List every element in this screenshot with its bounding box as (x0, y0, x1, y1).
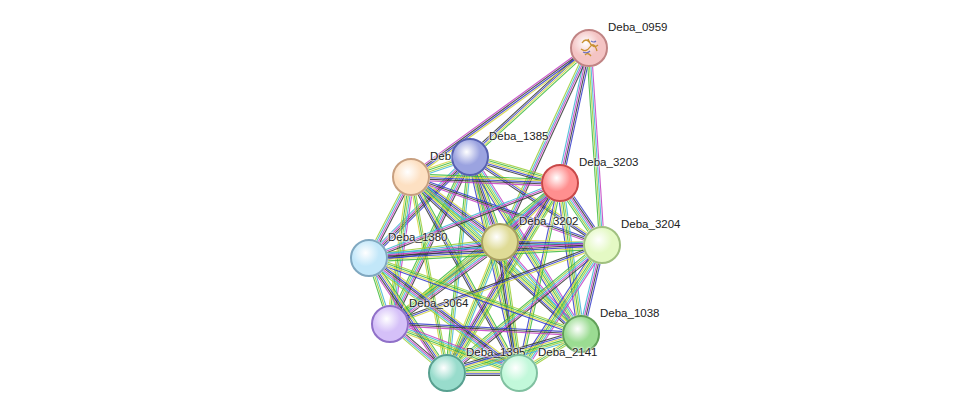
evidence-line (565, 67, 586, 165)
protein-node: Deba_3064 (371, 305, 409, 343)
evidence-line (405, 336, 433, 360)
evidence-line (406, 254, 486, 313)
evidence-line (485, 61, 576, 144)
evidence-line (429, 162, 452, 170)
node-label: Deba_3204 (621, 218, 680, 230)
evidence-line (408, 257, 488, 316)
node-label: Deba_3202 (519, 215, 578, 227)
evidence-line (566, 67, 587, 165)
evidence-line (430, 181, 541, 185)
protein-node: Deba_1385 (451, 138, 489, 176)
protein-node: Deba_3204 (583, 226, 621, 264)
interaction-edge (409, 323, 562, 334)
protein-node: Deba_0959 (570, 29, 608, 67)
interaction-edge (430, 175, 541, 186)
structure-icon (572, 31, 605, 64)
evidence-line (466, 373, 500, 374)
node-label: Deba_0959 (608, 21, 667, 33)
structure-squiggle (581, 39, 598, 56)
node-label: Deba_3064 (409, 297, 468, 309)
protein-node: Deba_2141 (500, 354, 538, 392)
evidence-line (426, 59, 573, 166)
node-label: Deba_1380 (388, 231, 447, 243)
evidence-line (425, 57, 572, 164)
evidence-line (466, 370, 500, 371)
evidence-line (593, 67, 604, 226)
evidence-line (409, 325, 562, 333)
node-label: Deb (430, 150, 451, 162)
evidence-line (484, 60, 575, 143)
evidence-line (466, 372, 500, 373)
interaction-edge (428, 161, 453, 173)
node-label: Deba_1385 (489, 130, 548, 142)
node-label: Deba_2141 (538, 346, 597, 358)
interaction-edge (482, 59, 576, 146)
protein-node: Deba_1395 (428, 354, 466, 392)
protein-node: Deba_3202 (481, 223, 519, 261)
protein-node: Deba_1380 (350, 239, 388, 277)
protein-node: Deb (392, 158, 430, 196)
evidence-line (406, 335, 434, 359)
interaction-edge (466, 371, 500, 376)
node-label: Deba_1038 (600, 307, 659, 319)
interaction-edge (588, 67, 603, 226)
evidence-line (562, 66, 583, 164)
node-label: Deba_3203 (579, 156, 638, 168)
evidence-line (591, 67, 602, 226)
evidence-line (386, 267, 562, 330)
evidence-line (409, 327, 562, 335)
interaction-edge (425, 57, 575, 168)
evidence-line (501, 261, 515, 354)
evidence-line (429, 164, 452, 172)
evidence-line (486, 63, 577, 146)
evidence-line (588, 67, 599, 226)
protein-node: Deba_3203 (541, 164, 579, 202)
evidence-line (428, 61, 575, 168)
evidence-line (466, 375, 500, 376)
evidence-line (563, 66, 584, 164)
evidence-line (427, 60, 574, 167)
structure-squiggle (583, 41, 596, 53)
evidence-line (488, 162, 541, 177)
evidence-line (590, 67, 601, 226)
evidence-line (404, 251, 484, 310)
